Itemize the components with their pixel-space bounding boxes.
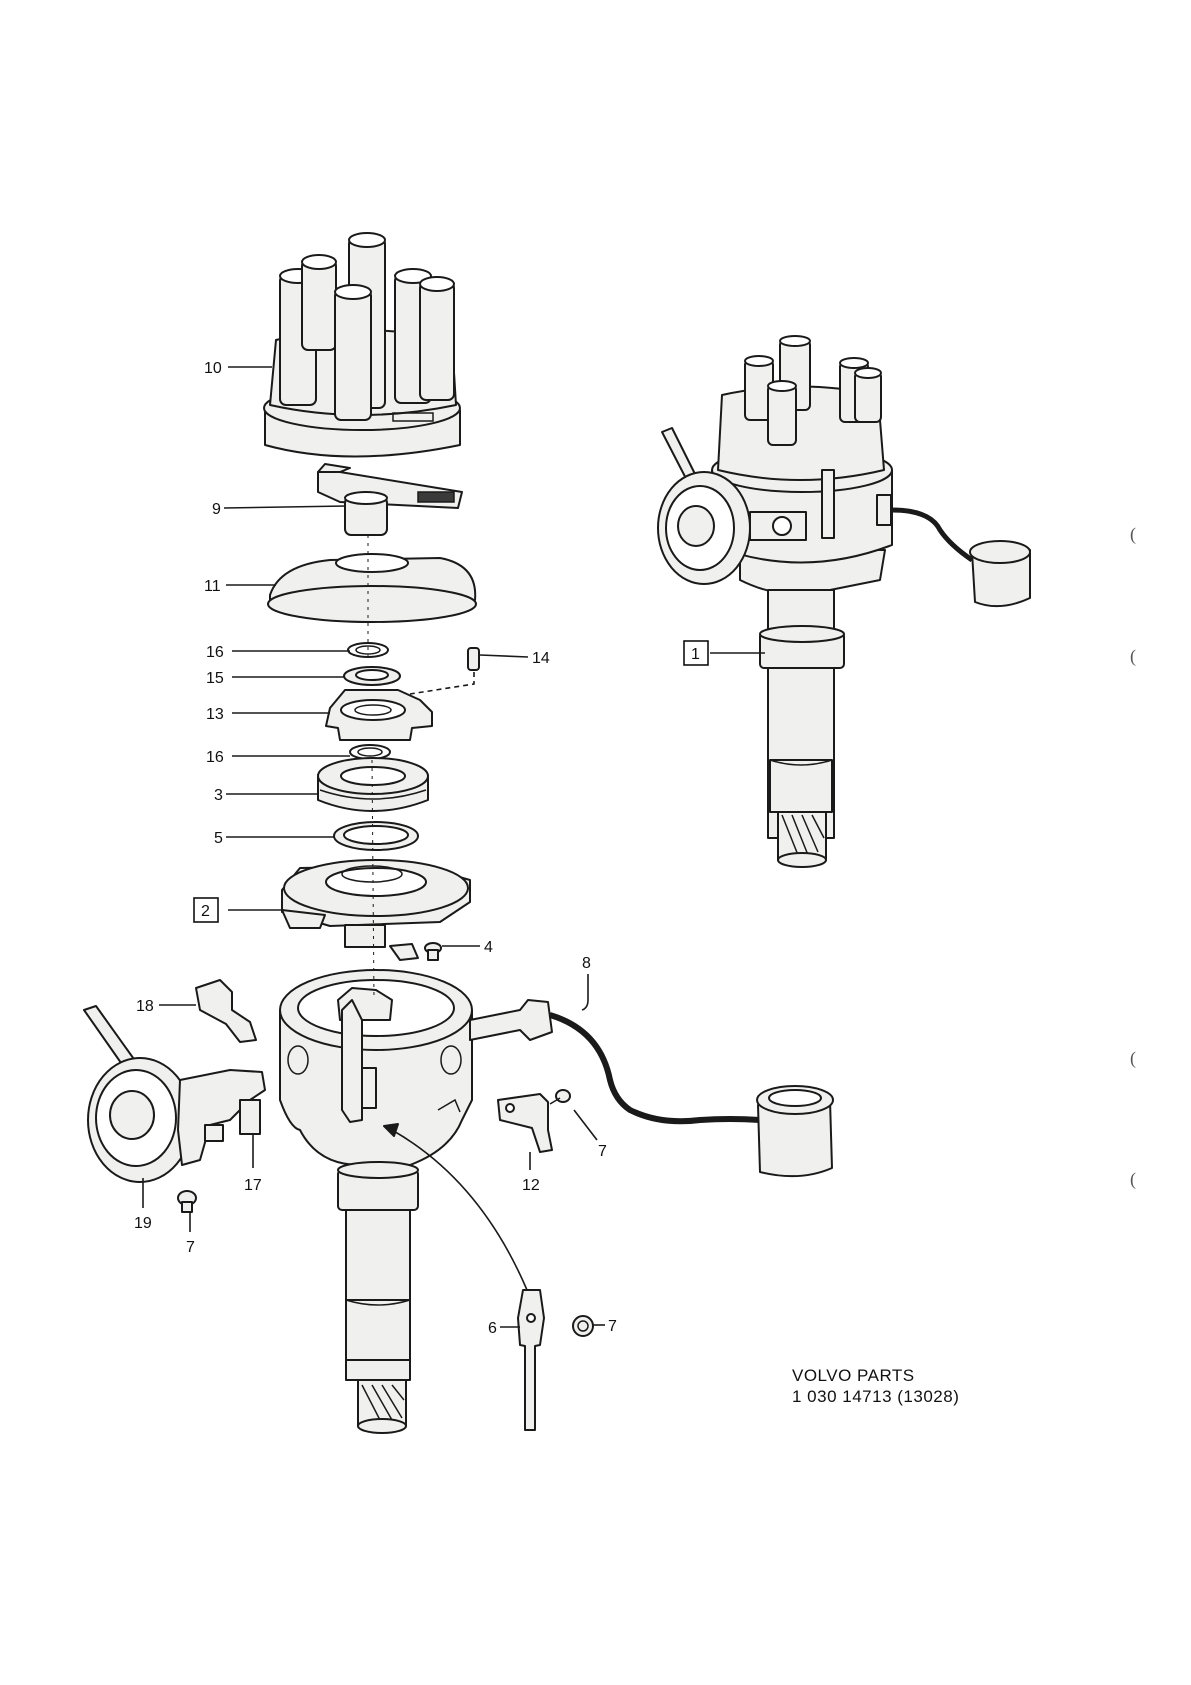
callout-18: 18 xyxy=(136,998,154,1015)
callout-16-upper: 16 xyxy=(206,644,224,661)
washer xyxy=(343,666,401,686)
callout-13: 13 xyxy=(206,706,224,723)
circlip-upper xyxy=(347,642,389,658)
caption-line-1: VOLVO PARTS xyxy=(792,1366,915,1385)
nut-7c xyxy=(572,1315,594,1337)
callout-12: 12 xyxy=(522,1177,540,1194)
callout-9: 9 xyxy=(212,501,221,518)
distributor-cap xyxy=(263,232,461,458)
margin-mark-1: ( xyxy=(1130,524,1136,545)
pin xyxy=(467,647,480,671)
callout-15: 15 xyxy=(206,670,224,687)
parts-caption: VOLVO PARTS 1 030 14713 (13028) xyxy=(792,1366,959,1406)
callout-11: 11 xyxy=(204,578,221,595)
caption-line-2: 1 030 14713 (13028) xyxy=(792,1387,959,1406)
callout-3: 3 xyxy=(214,787,223,804)
margin-mark-4: ( xyxy=(1130,1169,1136,1190)
leader-lines xyxy=(142,366,765,1328)
callout-10: 10 xyxy=(204,360,222,377)
assembled-distributor xyxy=(657,335,1031,868)
callout-17: 17 xyxy=(244,1177,262,1194)
callout-labels: 10 9 11 16 15 14 13 16 3 5 2 4 8 18 7 12… xyxy=(134,360,709,1337)
adjuster-rod xyxy=(517,1289,545,1431)
rotor-arm xyxy=(317,463,463,536)
callout-4: 4 xyxy=(484,939,493,956)
callout-8: 8 xyxy=(582,955,591,972)
callout-2: 2 xyxy=(201,903,210,920)
cam-plate xyxy=(325,689,433,741)
dust-cover xyxy=(267,553,477,623)
callout-7-nut: 7 xyxy=(608,1318,617,1335)
callout-2-box: 2 xyxy=(193,897,219,923)
clip-18 xyxy=(195,979,257,1043)
callout-14: 14 xyxy=(532,650,550,667)
bracket-12 xyxy=(497,1093,553,1153)
margin-mark-2: ( xyxy=(1130,646,1136,667)
distributor-housing xyxy=(279,969,473,1434)
callout-19: 19 xyxy=(134,1215,152,1232)
callout-7-bracket: 7 xyxy=(598,1143,607,1160)
screw-7a xyxy=(177,1190,197,1213)
callout-7-vacuum: 7 xyxy=(186,1239,195,1256)
low-tension-lead xyxy=(469,999,834,1178)
screw-4 xyxy=(424,942,442,961)
margin-marks: ( ( ( ( xyxy=(1130,524,1136,1190)
margin-mark-3: ( xyxy=(1130,1048,1136,1069)
callout-1-box: 1 xyxy=(683,640,709,666)
breaker-plate xyxy=(281,859,471,961)
retaining-ring xyxy=(333,821,419,851)
circlip-lower xyxy=(349,744,391,760)
screw-7b xyxy=(549,1089,571,1105)
vacuum-unit xyxy=(83,1005,266,1183)
callout-6: 6 xyxy=(488,1320,497,1337)
callout-16-lower: 16 xyxy=(206,749,224,766)
bearing-ring xyxy=(317,757,429,812)
callout-5: 5 xyxy=(214,830,223,847)
callout-1: 1 xyxy=(691,646,700,663)
